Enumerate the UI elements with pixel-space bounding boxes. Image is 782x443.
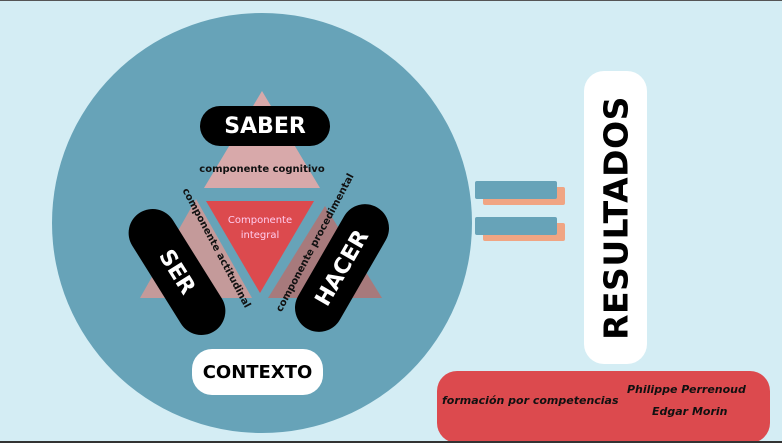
center-triangle — [206, 201, 314, 293]
center-label: Componente integral — [227, 215, 293, 241]
equals-bar-bottom — [475, 217, 557, 235]
cognitive-label: componente cognitivo — [199, 164, 325, 175]
author-perrenoud: Philippe Perrenoud — [627, 383, 746, 396]
context-pill: CONTEXTO — [192, 349, 323, 395]
footer-box: formación por competencias Philippe Perr… — [437, 371, 770, 443]
equals-bar-top — [475, 181, 557, 199]
results-box: RESULTADOS — [584, 71, 647, 364]
bottom-border — [0, 441, 782, 443]
saber-pill: SABER — [200, 106, 330, 146]
author-morin: Edgar Morin — [652, 405, 728, 418]
competencies-label: formación por competencias — [442, 394, 619, 407]
